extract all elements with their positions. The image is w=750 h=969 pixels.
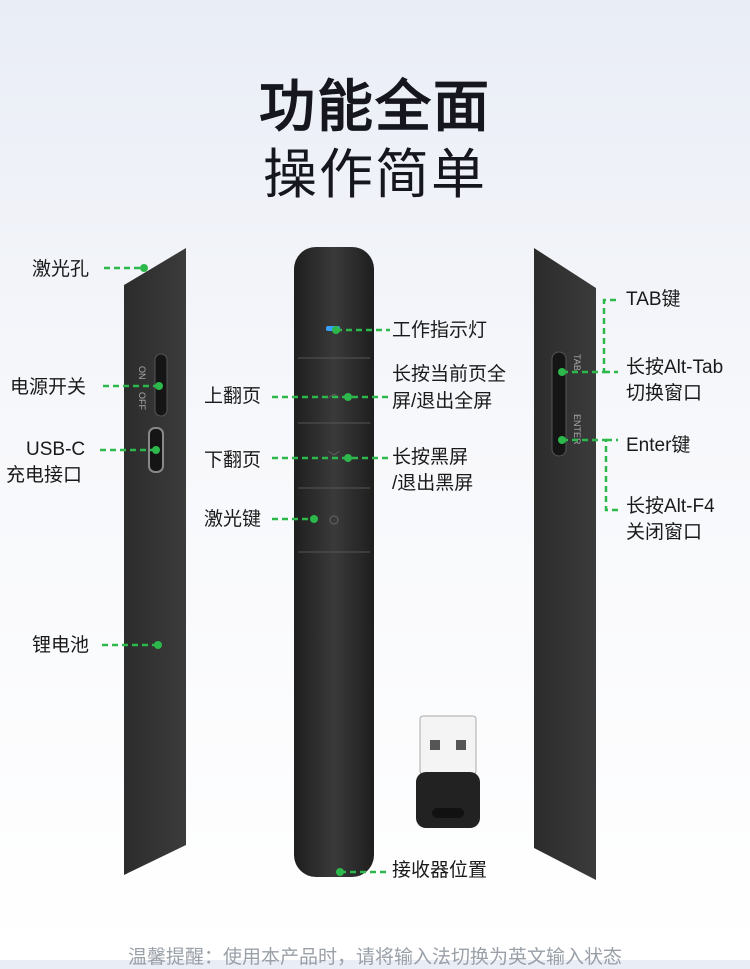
laser-icon	[329, 515, 339, 525]
switch-off-mark: OFF	[137, 392, 147, 410]
label-lithium-battery: 锂电池	[32, 635, 90, 656]
label-laser-hole: 激光孔	[32, 259, 90, 280]
page-subtitle: 操作简单	[263, 145, 487, 205]
front-body	[294, 247, 374, 877]
label-page-down: 下翻页	[204, 450, 262, 471]
enter-mark: ENTER	[572, 414, 582, 445]
switch-on-mark: ON	[137, 366, 147, 380]
left-side-body	[124, 248, 186, 875]
label-receiver-position: 接收器位置	[392, 860, 488, 881]
label-page-up-desc-line1: 长按当前页全	[392, 364, 507, 385]
label-enter-desc-line2: 关闭窗口	[626, 522, 703, 543]
receiver-plug	[419, 715, 477, 775]
label-laser-key: 激光键	[204, 509, 262, 530]
usage-tip: 温馨提醒：使用本产品时，请将输入法切换为英文输入状态	[127, 947, 622, 968]
label-enter-desc-line1: 长按Alt-F4	[626, 496, 715, 517]
label-usb-c-line1: USB-C	[26, 439, 86, 460]
label-page-up-desc-line2: 屏/退出全屏	[392, 391, 493, 412]
label-page-down-desc-line2: /退出黑屏	[392, 473, 474, 494]
tab-button	[551, 351, 567, 457]
right-side-body	[534, 248, 596, 880]
label-page-down-desc-line1: 长按黑屏	[392, 447, 469, 468]
label-tab-key: TAB键	[626, 289, 681, 310]
page-title: 功能全面	[259, 75, 491, 138]
receiver-body	[416, 772, 480, 828]
label-work-indicator: 工作指示灯	[392, 320, 488, 341]
label-usb-c-line2: 充电接口	[6, 465, 83, 486]
label-tab-desc-line1: 长按Alt-Tab	[626, 357, 724, 378]
tab-mark: TAB	[572, 354, 582, 371]
label-power-switch: 电源开关	[10, 377, 87, 398]
label-enter-key: Enter键	[626, 435, 691, 456]
label-tab-desc-line2: 切换窗口	[626, 383, 703, 404]
label-page-up: 上翻页	[204, 386, 262, 407]
